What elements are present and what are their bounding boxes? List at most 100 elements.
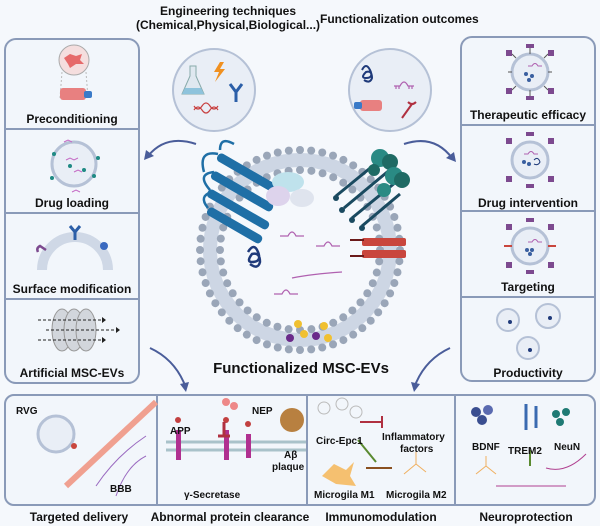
arrow-to-left-panel xyxy=(147,140,197,157)
protein-coil-icon xyxy=(246,245,262,268)
lipid-head xyxy=(219,268,228,277)
lipid-head xyxy=(372,223,381,232)
method-drug-loading: Drug loading xyxy=(6,128,138,212)
divider xyxy=(454,396,456,504)
outcome-targeting: Targeting xyxy=(462,210,594,296)
protein-coil-icon xyxy=(361,65,374,83)
section-label-targeted-delivery: Targeted delivery xyxy=(29,510,129,524)
method-label: Artificial MSC-EVs xyxy=(19,366,125,380)
vesicle-drug-icon xyxy=(50,139,100,193)
lipid-head xyxy=(196,257,205,266)
lipid-head xyxy=(366,175,375,184)
method-label: Drug loading xyxy=(35,196,109,210)
app-label: APP xyxy=(170,426,191,437)
section-label-protein-clearance: Abnormal protein clearance xyxy=(150,510,310,524)
gamma-secretase-label: γ-Secretase xyxy=(184,490,241,501)
lipid-head xyxy=(395,257,404,266)
functionalized-msc-ev-vesicle xyxy=(196,139,410,354)
lipid-head xyxy=(228,289,237,298)
engineering-title: Engineering techniques xyxy=(159,4,297,18)
circ-epc1-label: Circ-Epc1 xyxy=(316,436,363,447)
lipid-head xyxy=(296,346,304,354)
lipid-head xyxy=(216,257,225,266)
engineering-methods-panel: Preconditioning Drug loading Surface mod… xyxy=(4,38,140,384)
bbb-targeting-illustration xyxy=(36,399,159,497)
vesicle-drug-icon xyxy=(506,132,554,188)
lipid-head xyxy=(296,166,304,174)
lipid-head xyxy=(318,148,327,157)
lipid-head xyxy=(198,223,207,232)
method-surface-modification: Surface modification xyxy=(6,212,138,298)
lipid-head xyxy=(329,173,338,182)
neuroprotection-illustration xyxy=(471,404,587,487)
lipid-head xyxy=(339,178,348,187)
lipid-head xyxy=(349,330,358,339)
lipid-head xyxy=(307,166,316,175)
neun-label: NeuN xyxy=(554,442,581,453)
lipid-head xyxy=(390,212,399,221)
microglia-m2-label: Microgila M2 xyxy=(386,490,447,501)
center-title: Functionalized MSC-EVs xyxy=(213,360,389,377)
lipid-head xyxy=(374,308,383,317)
lipid-head xyxy=(216,234,225,243)
engineering-techniques-circle xyxy=(172,48,256,132)
lipid-head xyxy=(307,146,316,155)
divider xyxy=(156,396,158,504)
lipid-head xyxy=(307,325,316,334)
lipid-head xyxy=(318,169,327,178)
dna-icon xyxy=(193,102,219,114)
section-label-immunomodulation: Immunomodulation xyxy=(325,510,437,524)
lipid-head xyxy=(372,268,381,277)
lipid-head xyxy=(307,345,316,354)
lipid-head xyxy=(201,212,210,221)
outcome-drug-intervention: Drug intervention xyxy=(462,124,594,210)
lipid-head xyxy=(284,146,293,155)
lipid-head xyxy=(366,316,375,325)
trem2-label: TREM2 xyxy=(508,446,542,457)
outcomes-circle xyxy=(348,48,432,132)
beta-sheet-protein-icon xyxy=(201,139,280,244)
abeta-label: Aβ xyxy=(284,450,298,461)
lipid-head xyxy=(273,148,282,157)
lipid-head xyxy=(242,330,251,339)
cell-culture-flask-icon xyxy=(58,44,92,100)
lipid-head xyxy=(339,313,348,322)
lipid-head xyxy=(223,279,232,288)
lipid-head xyxy=(380,299,389,308)
flask-icon xyxy=(181,65,205,95)
outcome-label: Productivity xyxy=(493,366,563,380)
lipid-head xyxy=(217,308,226,317)
lipid-head xyxy=(262,318,271,327)
immunomodulation-illustration xyxy=(317,397,427,486)
multiple-vesicles-icon xyxy=(496,303,561,360)
functionalization-outcomes-panel: Therapeutic efficacy Drug intervention T… xyxy=(460,36,596,382)
outcomes-title: Functionalization outcomes xyxy=(320,12,479,26)
vesicle-receptors-icon xyxy=(506,44,554,100)
lipid-head xyxy=(386,289,395,298)
flask-culture-icon xyxy=(354,100,382,111)
lipid-head xyxy=(216,246,224,254)
glycan-cluster-icon xyxy=(333,149,410,231)
lipid-head xyxy=(339,155,348,164)
lipid-head xyxy=(252,313,261,322)
lipid-head xyxy=(318,343,327,352)
lipid-head xyxy=(201,279,210,288)
membrane-receptor-icon xyxy=(36,225,113,271)
lipid-head xyxy=(235,298,244,307)
membrane-lipid-anchors-icon xyxy=(286,320,332,342)
lipid-head xyxy=(358,324,367,333)
lipid-head xyxy=(393,268,402,277)
bbb-label: BBB xyxy=(110,484,132,495)
lipid-head xyxy=(348,185,357,194)
lipid-head xyxy=(284,325,293,334)
receptor-icon xyxy=(401,101,417,119)
protein-clearance-illustration xyxy=(166,398,306,460)
lipid-head xyxy=(296,146,304,154)
outcome-therapeutic-efficacy: Therapeutic efficacy xyxy=(462,38,594,124)
plaque-label: plaque xyxy=(272,462,305,473)
lipid-head xyxy=(390,279,399,288)
outcome-label: Targeting xyxy=(501,280,555,294)
lipid-head xyxy=(211,299,220,308)
lipid-head xyxy=(243,306,252,315)
